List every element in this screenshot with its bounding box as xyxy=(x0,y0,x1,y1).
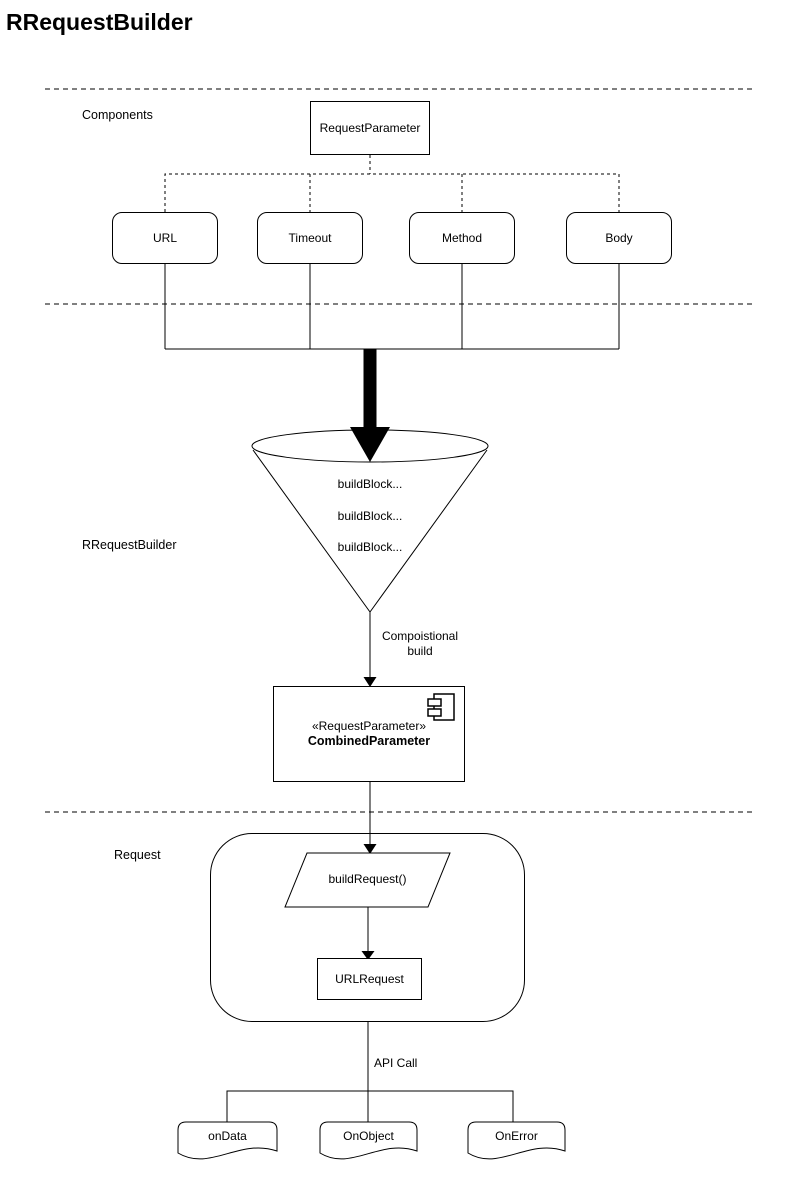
edge-label-api-call: API Call xyxy=(374,1056,418,1070)
funnel-line-2: buildBlock... xyxy=(337,509,403,523)
page-title: RRequestBuilder xyxy=(6,9,193,35)
node-ondata-label: onData xyxy=(208,1129,247,1143)
edge-label-line-2: build xyxy=(407,644,433,658)
node-url: URL xyxy=(112,212,218,264)
combined-stereotype: «RequestParameter» xyxy=(311,719,427,733)
request-group-frame xyxy=(210,833,525,1022)
funnel-cone xyxy=(252,449,488,613)
node-combined-parameter: «RequestParameter» CombinedParameter xyxy=(273,686,465,782)
thick-arrow-into-funnel xyxy=(350,349,390,462)
node-request-parameter: RequestParameter xyxy=(310,101,430,155)
arrowhead-buildrequest xyxy=(363,844,377,854)
node-method: Method xyxy=(409,212,515,264)
node-onerror-label: OnError xyxy=(495,1129,538,1143)
connector-children-converge xyxy=(164,264,620,350)
document-shape-onobject xyxy=(319,1121,418,1160)
document-shape-onerror xyxy=(467,1121,566,1160)
combined-name: CombinedParameter xyxy=(307,734,431,748)
funnel-line-3: buildBlock... xyxy=(337,540,403,554)
document-shape-ondata xyxy=(177,1121,278,1160)
connector-apicall-branch xyxy=(226,1022,514,1122)
section-label-request: Request xyxy=(114,848,161,862)
section-label-rrequestbuilder: RRequestBuilder xyxy=(82,538,177,552)
arrowhead-combined xyxy=(363,677,377,687)
parallelogram-buildrequest xyxy=(284,852,451,908)
connector-parameter-to-children xyxy=(164,155,620,212)
uml-component-icon xyxy=(427,693,455,721)
node-timeout: Timeout xyxy=(257,212,363,264)
edge-label-line-1: Compoistional xyxy=(381,629,459,643)
node-build-request-label: buildRequest() xyxy=(328,872,407,886)
node-body: Body xyxy=(566,212,672,264)
edge-label-compositional-build: Compoistional build xyxy=(374,628,466,660)
node-url-request: URLRequest xyxy=(317,958,422,1000)
node-onobject-label: OnObject xyxy=(343,1129,394,1143)
section-label-components: Components xyxy=(82,108,153,122)
funnel-line-1: buildBlock... xyxy=(337,477,403,491)
arrowhead-urlrequest xyxy=(361,951,375,960)
